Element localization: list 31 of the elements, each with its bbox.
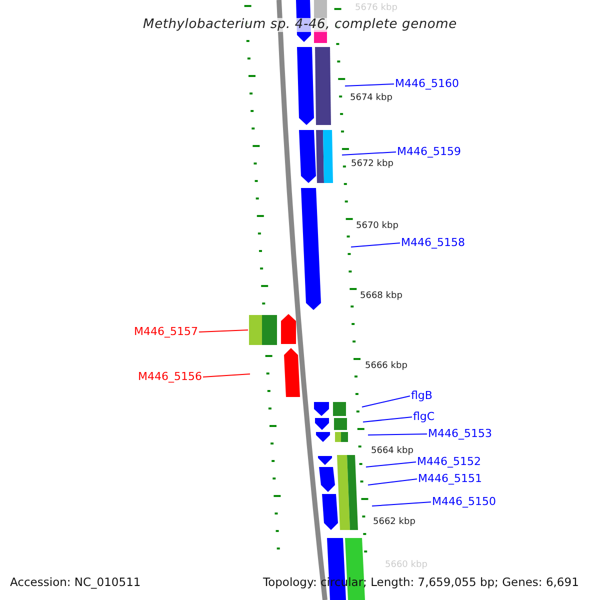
- leader-line: [368, 434, 428, 436]
- gene-label: M446_5153: [428, 427, 492, 441]
- gene-label: M446_5150: [432, 495, 496, 509]
- gene-label: flgB: [411, 389, 432, 403]
- gene-label: M446_5156: [138, 370, 202, 384]
- leader-line: [198, 330, 248, 332]
- leader-line: [350, 242, 400, 248]
- leader-line: [368, 478, 418, 486]
- gene-label: M446_5151: [418, 472, 482, 486]
- leader-line: [366, 462, 416, 468]
- gene-label: M446_5157: [134, 325, 198, 339]
- leader-line: [362, 396, 410, 408]
- scale-label: 5674 kbp: [350, 92, 392, 105]
- leader-line: [342, 152, 396, 156]
- leader-line: [202, 374, 250, 378]
- gene-label: flgC: [413, 410, 435, 424]
- scale-label: 5668 kbp: [360, 290, 402, 303]
- leader-line: [362, 416, 412, 422]
- leader-line: [372, 502, 432, 506]
- scale-label: 5662 kbp: [373, 516, 416, 529]
- scale-label: 5670 kbp: [356, 220, 398, 233]
- gene-label: M446_5160: [395, 77, 459, 91]
- leader-line: [344, 84, 394, 86]
- info-text: Topology: circular; Length: 7,659,055 bp; Genes: 6,691: [263, 575, 579, 589]
- scale-label: 5666 kbp: [365, 360, 408, 373]
- info-text: Accession: NC_010511: [10, 575, 141, 589]
- gene-label: M446_5152: [417, 455, 481, 469]
- scale-label: 5672 kbp: [351, 158, 394, 171]
- gene-label: M446_5158: [401, 236, 465, 250]
- gene-label: M446_5159: [397, 145, 461, 159]
- scale-label: 5664 kbp: [371, 445, 414, 458]
